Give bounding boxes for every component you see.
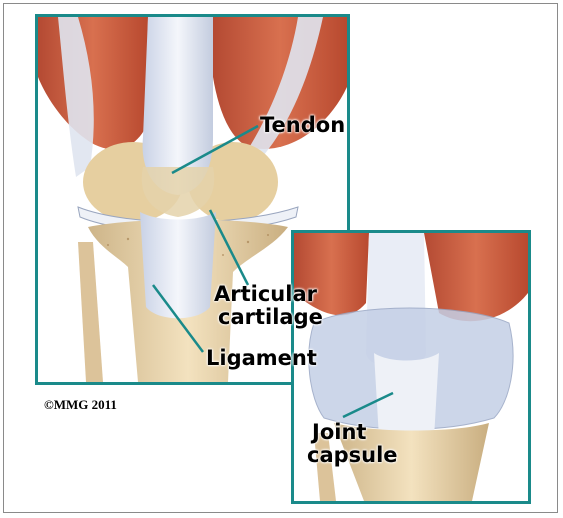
articular-cartilage-label-line1: Articular	[214, 283, 323, 306]
ligament-label: Ligament	[206, 347, 317, 370]
joint-capsule-label-line1: Joint	[312, 421, 398, 444]
joint-capsule-label-line2: capsule	[307, 444, 398, 467]
articular-cartilage-label: Articular cartilage	[214, 283, 323, 329]
copyright-notice: ©MMG 2011	[44, 397, 117, 413]
joint-capsule-label: Joint capsule	[307, 421, 398, 467]
tendon-label: Tendon	[260, 114, 345, 137]
articular-cartilage-label-line2: cartilage	[218, 306, 323, 329]
